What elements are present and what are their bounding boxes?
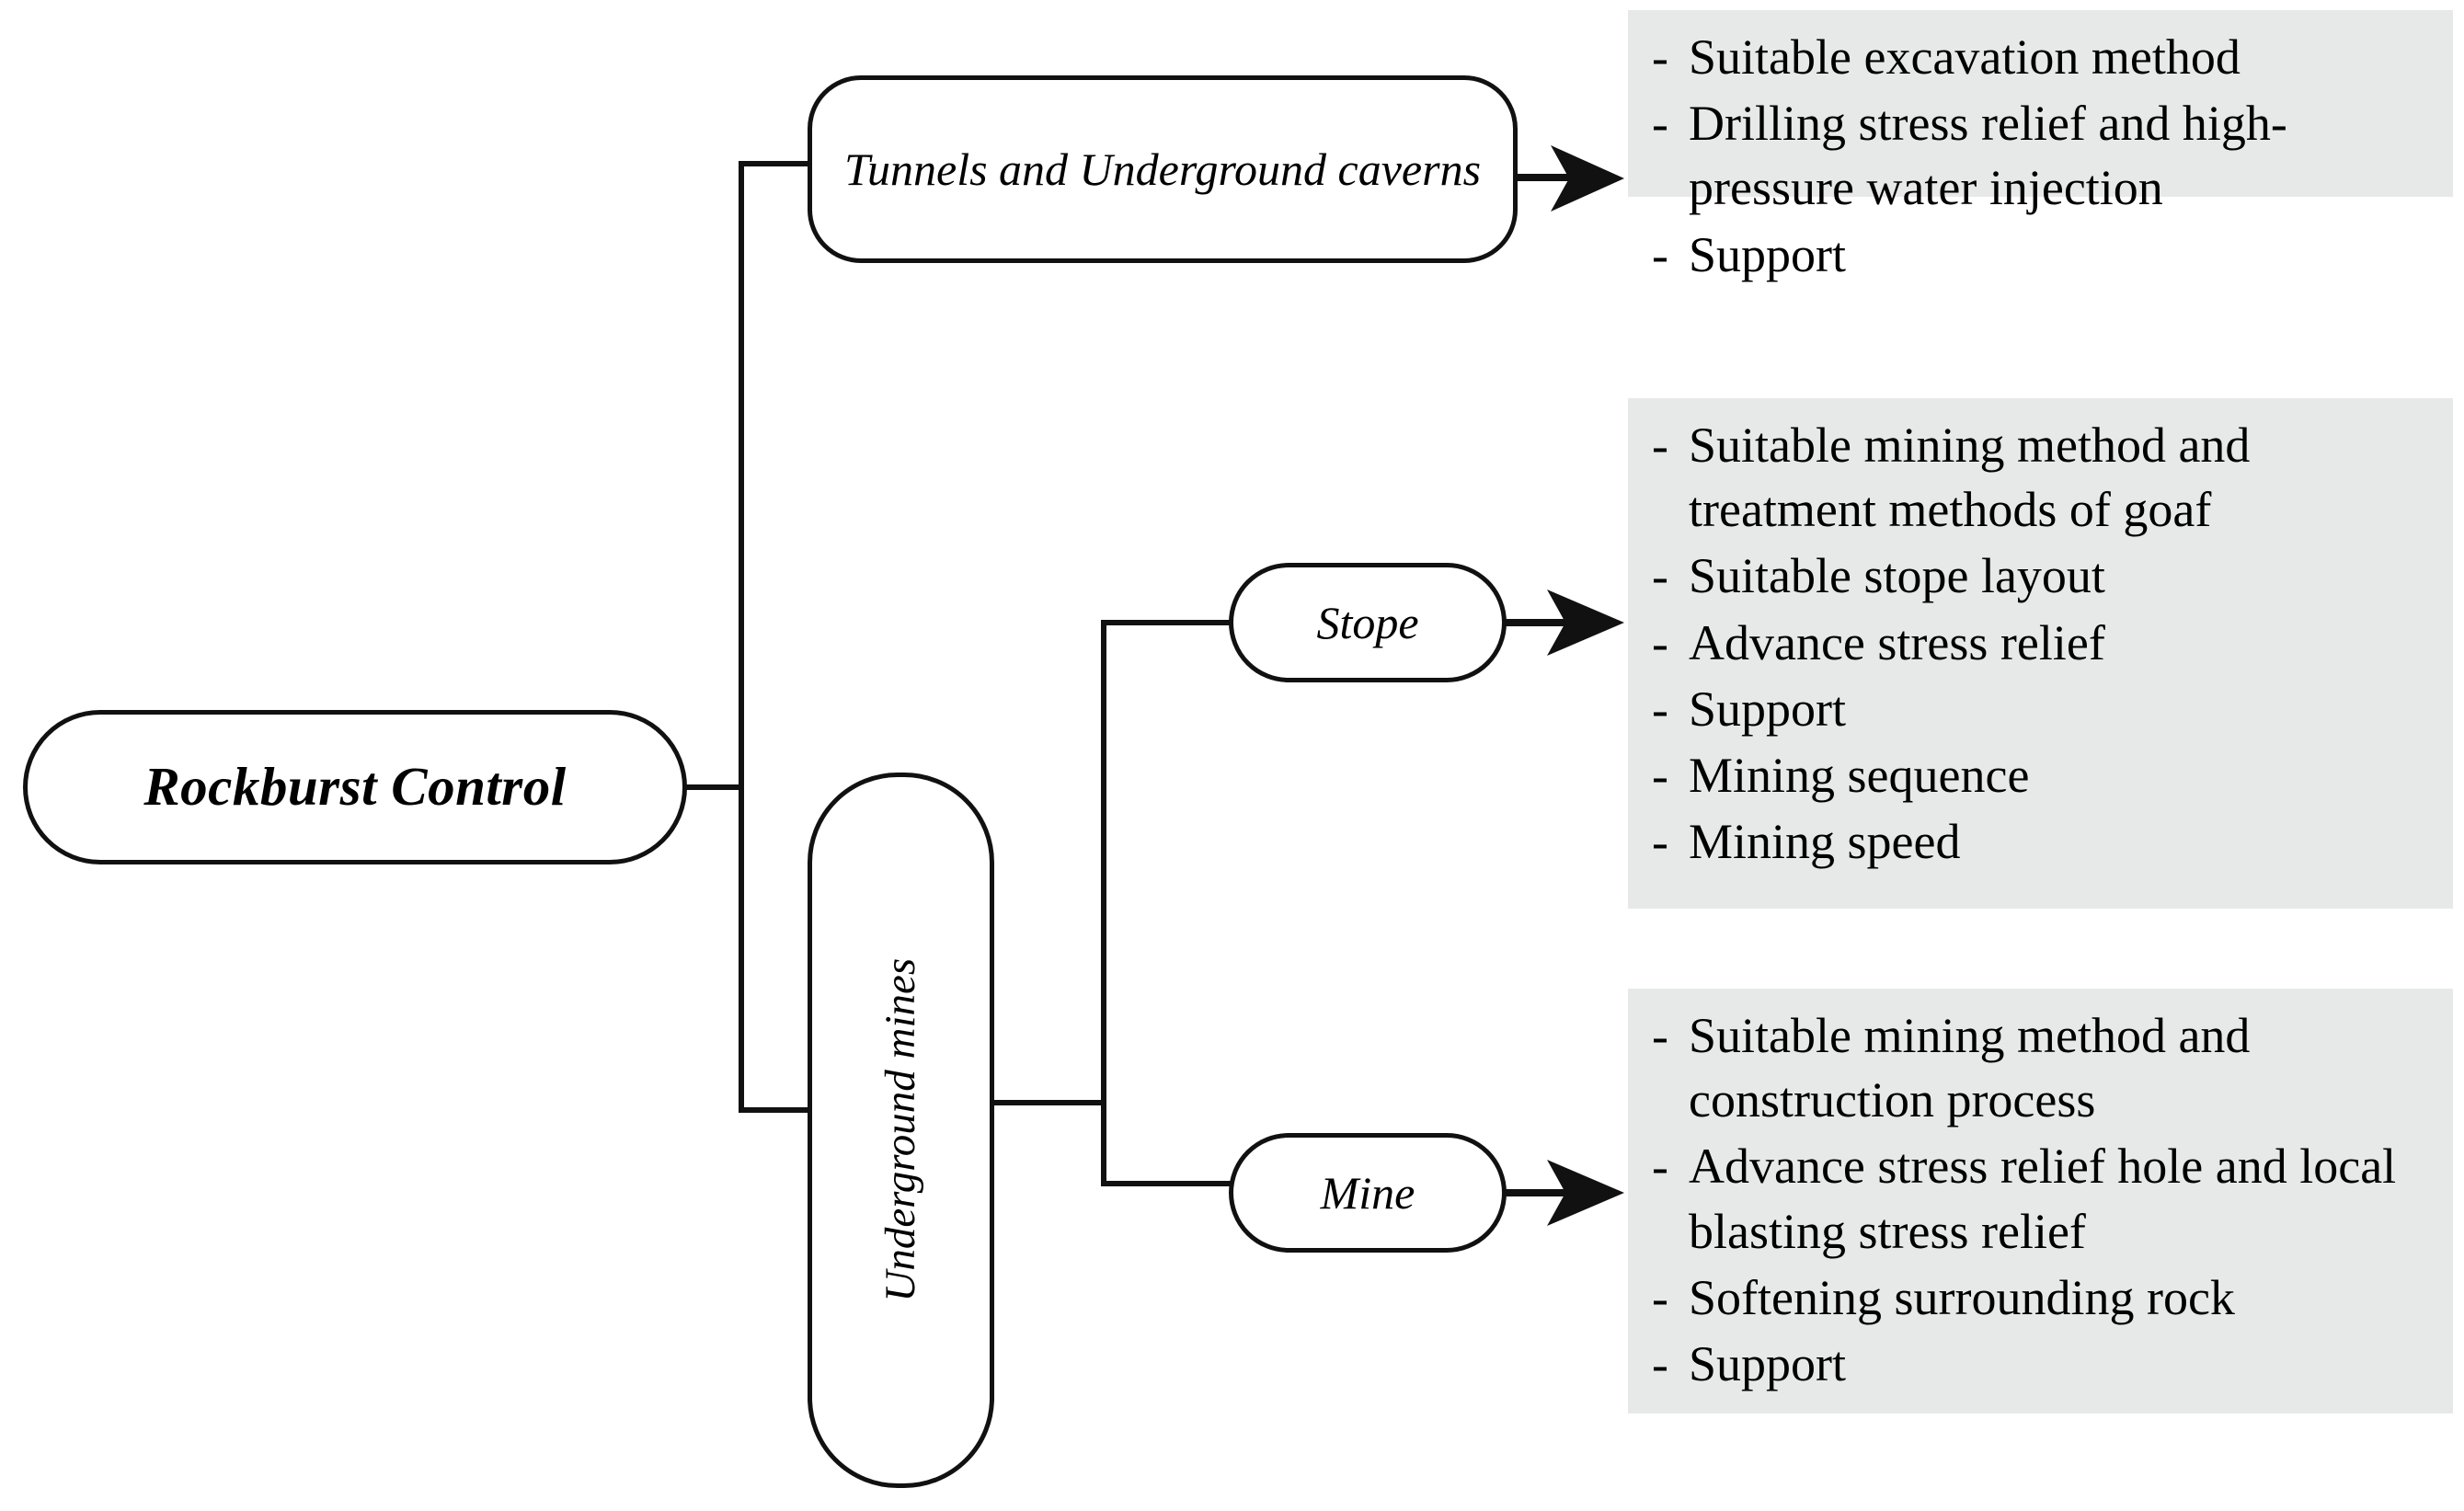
- node-rockburst-control-label: Rockburst Control: [143, 756, 567, 818]
- bullet-dash: -: [1652, 614, 1668, 670]
- measure-item-label: Drilling stress relief and high-pressure…: [1689, 96, 2287, 216]
- measure-item: -Suitable mining method and construction…: [1652, 1003, 2435, 1132]
- measure-item-label: Support: [1689, 1335, 1847, 1391]
- bullet-dash: -: [1652, 1335, 1668, 1391]
- node-stope[interactable]: Stope: [1229, 563, 1507, 682]
- measure-item: -Support: [1652, 1332, 2435, 1396]
- arrow-mine-to-block: [1503, 1160, 1624, 1226]
- measure-item-label: Suitable excavation method: [1689, 29, 2241, 85]
- measures-list-mine: -Suitable mining method and construction…: [1652, 1003, 2435, 1396]
- arrow-tunnels-to-block: [1512, 145, 1624, 212]
- measures-list-tunnels: -Suitable excavation method-Drilling str…: [1652, 25, 2435, 287]
- measure-item-label: Advance stress relief: [1689, 614, 2105, 670]
- measure-item: -Suitable excavation method: [1652, 25, 2435, 89]
- bullet-dash: -: [1652, 96, 1668, 152]
- bullet-dash: -: [1652, 1008, 1668, 1063]
- measures-block-mine: -Suitable mining method and construction…: [1628, 989, 2453, 1414]
- connector-underground-mines-stub: [990, 1100, 1106, 1105]
- connector-spine-secondary: [1101, 620, 1106, 1186]
- node-stope-label: Stope: [1316, 596, 1419, 648]
- measure-item: -Advance stress relief: [1652, 611, 2435, 675]
- measure-item: -Support: [1652, 677, 2435, 741]
- bullet-dash: -: [1652, 548, 1668, 604]
- measure-item-label: Mining sequence: [1689, 747, 2030, 803]
- bullet-dash: -: [1652, 29, 1668, 85]
- arrow-stope-to-block: [1503, 590, 1624, 656]
- bullet-dash: -: [1652, 747, 1668, 803]
- measure-item-label: Suitable stope layout: [1689, 548, 2105, 604]
- bullet-dash: -: [1652, 1269, 1668, 1325]
- measures-block-tunnels: -Suitable excavation method-Drilling str…: [1628, 10, 2453, 282]
- node-underground-mines-label: Underground mines: [876, 958, 924, 1302]
- measure-item: -Softening surrounding rock: [1652, 1265, 2435, 1330]
- connector-spine-to-tunnels: [739, 161, 812, 166]
- measure-item: -Drilling stress relief and high-pressur…: [1652, 91, 2435, 220]
- measure-item: -Advance stress relief hole and local bl…: [1652, 1134, 2435, 1263]
- measure-item: -Support: [1652, 223, 2435, 287]
- bullet-dash: -: [1652, 418, 1668, 473]
- measure-item-label: Suitable mining method and construction …: [1689, 1008, 2251, 1128]
- node-mine-label: Mine: [1320, 1166, 1415, 1219]
- measures-list-stope: -Suitable mining method and treatment me…: [1652, 413, 2435, 874]
- connector-spine-to-stope: [1101, 620, 1234, 625]
- node-mine[interactable]: Mine: [1229, 1133, 1507, 1253]
- measures-block-stope: -Suitable mining method and treatment me…: [1628, 398, 2453, 909]
- node-rockburst-control[interactable]: Rockburst Control: [23, 710, 687, 864]
- measure-item: -Suitable mining method and treatment me…: [1652, 413, 2435, 542]
- measure-item-label: Softening surrounding rock: [1689, 1269, 2235, 1325]
- connector-spine-primary: [739, 161, 744, 1113]
- bullet-dash: -: [1652, 1139, 1668, 1195]
- measure-item-label: Support: [1689, 681, 1847, 737]
- measure-item-label: Advance stress relief hole and local bla…: [1689, 1139, 2397, 1259]
- connector-root-stub: [685, 784, 744, 790]
- node-tunnels-and-underground-caverns-label: Tunnels and Underground caverns: [843, 143, 1482, 195]
- measure-item-label: Suitable mining method and treatment met…: [1689, 418, 2251, 538]
- measure-item: -Mining speed: [1652, 809, 2435, 874]
- measure-item: -Suitable stope layout: [1652, 544, 2435, 608]
- bullet-dash: -: [1652, 226, 1668, 282]
- measure-item-label: Support: [1689, 226, 1847, 282]
- bullet-dash: -: [1652, 681, 1668, 737]
- bullet-dash: -: [1652, 814, 1668, 870]
- connector-spine-to-mine: [1101, 1181, 1234, 1186]
- connector-spine-to-underground-mines: [739, 1107, 812, 1113]
- measure-item-label: Mining speed: [1689, 814, 1961, 870]
- node-underground-mines[interactable]: Underground mines: [808, 773, 994, 1488]
- node-tunnels-and-underground-caverns[interactable]: Tunnels and Underground caverns: [808, 75, 1518, 263]
- measure-item: -Mining sequence: [1652, 743, 2435, 807]
